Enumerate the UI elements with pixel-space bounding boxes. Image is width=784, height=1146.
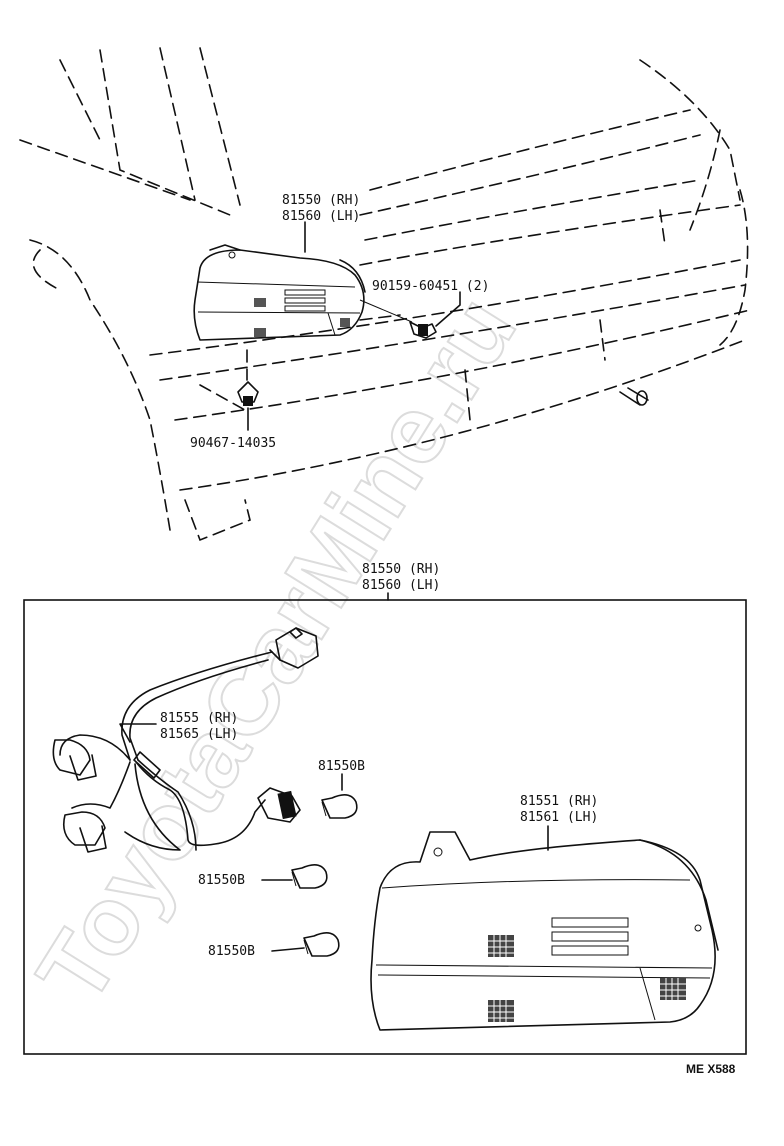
figure-code: ME X588 (686, 1062, 736, 1076)
bulb-icon-3 (303, 932, 340, 957)
combination-lamp-lens (370, 831, 719, 1031)
bulb-icon-2 (291, 864, 328, 889)
label-box-lamp-assy-lh: 81560 (LH) (362, 578, 440, 593)
label-lens-rh: 81551 (RH) (520, 794, 598, 809)
label-lens-lh: 81561 (LH) (520, 810, 598, 825)
label-clip: 90467-14035 (190, 436, 276, 451)
label-socket-wire-lh: 81565 (LH) (160, 727, 238, 742)
label-bulb-3: 81550B (208, 944, 255, 959)
bulb-icon-1 (321, 794, 358, 819)
combination-lamp-small (193, 244, 366, 341)
label-lamp-assy-rh: 81550 (RH) (282, 193, 360, 208)
label-bulb-2: 81550B (198, 873, 245, 888)
label-socket-wire-rh: 81555 (RH) (160, 711, 238, 726)
detail-box (23, 599, 747, 1055)
label-bulb-1: 81550B (318, 759, 365, 774)
screw-icon (359, 299, 437, 339)
label-box-lamp-assy-rh: 81550 (RH) (362, 562, 440, 577)
clip-icon (237, 349, 259, 431)
car-rear-body (19, 47, 751, 542)
label-lamp-assy-lh: 81560 (LH) (282, 209, 360, 224)
socket-and-wire (52, 627, 319, 853)
label-screw: 90159-60451 (2) (372, 279, 489, 294)
watermark: ToyotaCarMine.ru (17, 278, 536, 1021)
